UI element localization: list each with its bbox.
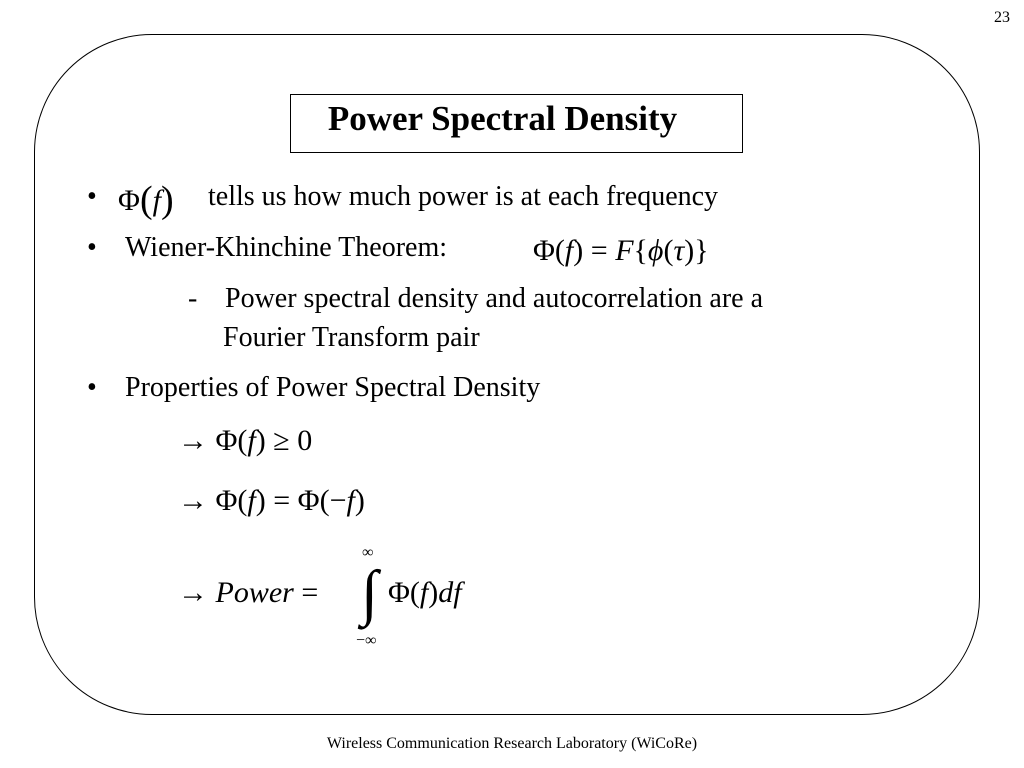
wiener-khinchine-equation: Φ(f) = F{ϕ(τ)}: [533, 234, 709, 267]
bullet-marker: •: [87, 372, 97, 403]
integrand: Φ(f)df: [388, 576, 462, 609]
phi-f-symbol: Φ(f): [118, 179, 174, 221]
slide-title: Power Spectral Density: [327, 99, 678, 138]
integral-upper-limit: ∞: [362, 544, 374, 561]
sub-bullet-line-2: Fourier Transform pair: [223, 322, 480, 353]
title-box: Power Spectral Density: [290, 94, 743, 153]
sub-bullet-dash: -: [188, 283, 198, 314]
property-power-integral: → Power =: [178, 576, 319, 609]
slide-frame: [34, 34, 980, 715]
bullet-marker: •: [87, 181, 97, 212]
integral-sign: ∫: [361, 559, 378, 627]
sub-bullet-line-1: Power spectral density and autocorrelati…: [225, 283, 764, 314]
property-even-symmetry: → Φ(f) = Φ(−f): [178, 484, 365, 517]
property-nonnegative: → Φ(f) ≥ 0: [178, 424, 313, 457]
integral-lower-limit: −∞: [356, 632, 377, 649]
bullet-text-1: tells us how much power is at each frequ…: [208, 181, 719, 212]
footer-lab-name: Wireless Communication Research Laborato…: [326, 735, 698, 752]
bullet-marker: •: [87, 232, 97, 263]
bullet-text-2: Wiener-Khinchine Theorem:: [125, 232, 447, 263]
page-number: 23: [994, 9, 1010, 26]
bullet-text-3: Properties of Power Spectral Density: [125, 372, 541, 403]
